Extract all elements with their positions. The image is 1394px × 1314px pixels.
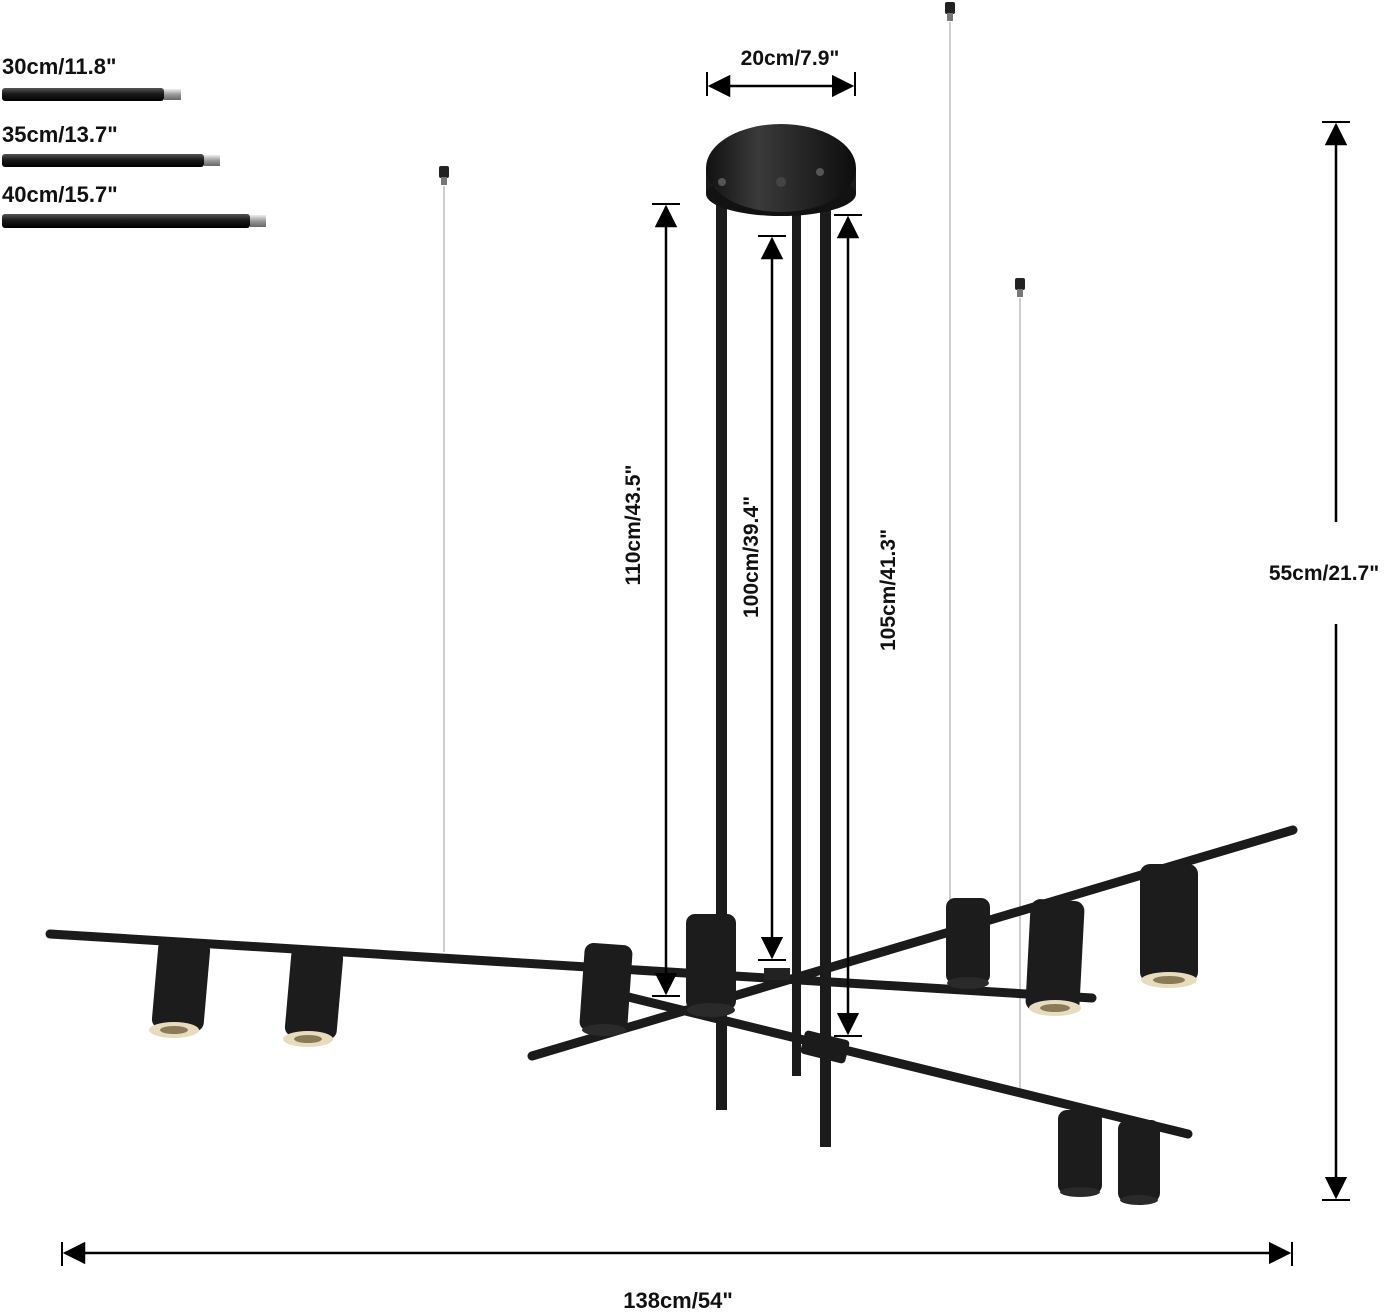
arm-joint-center — [764, 968, 790, 980]
arm-joint-front — [800, 1030, 850, 1064]
dimension-lines: 20cm/7.9" 110cm/43.5" 100cm/39.4" 105cm/… — [61, 47, 1379, 1313]
ceiling-anchor-center — [945, 2, 955, 14]
vertical-rod-long — [716, 182, 727, 1110]
chandelier-canopy-and-rods — [706, 124, 856, 1147]
rod-35cm-tip — [204, 155, 220, 166]
suspension-wires — [439, 2, 1025, 1090]
rod-mid-label: 105cm/41.3" — [877, 529, 900, 651]
rod-option-40cm: 40cm/15.7" — [2, 182, 266, 228]
spot-lamp — [1140, 864, 1198, 988]
spot-lamps — [149, 864, 1198, 1205]
spot-lamp — [946, 898, 990, 989]
rod-option-40cm-label: 40cm/15.7" — [2, 182, 118, 207]
rod-option-30cm: 30cm/11.8" — [2, 54, 181, 101]
ceiling-anchor-right — [1015, 278, 1025, 290]
spot-lamp — [686, 914, 736, 1017]
rod-40cm-tip — [250, 215, 266, 227]
rod-30cm-bar — [2, 88, 164, 101]
spot-lamp — [1118, 1120, 1160, 1205]
spot-lamp — [1025, 899, 1085, 1016]
ceiling-canopy-top — [706, 124, 856, 212]
spot-lamp — [1058, 1110, 1102, 1197]
rod-40cm-bar — [2, 214, 250, 228]
spot-lamp — [149, 938, 211, 1038]
vertical-rod-mid — [820, 175, 831, 1147]
total-height-label: 55cm/21.7" — [1269, 562, 1379, 585]
canopy-width-label: 20cm/7.9" — [741, 47, 840, 70]
rod-35cm-bar — [2, 154, 204, 167]
rod-options: 30cm/11.8" 35cm/13.7" 40cm/15.7" — [2, 54, 266, 228]
spot-lamp — [579, 943, 633, 1036]
total-width-label: 138cm/54" — [623, 1288, 733, 1313]
rod-short-label: 100cm/39.4" — [740, 496, 763, 618]
spot-lamp — [283, 946, 344, 1047]
vertical-rod-short — [792, 200, 801, 1076]
arm-left-long — [45, 929, 1097, 1003]
chandelier-arms — [45, 825, 1298, 1139]
ceiling-anchor-left — [439, 166, 449, 178]
rod-option-35cm: 35cm/13.7" — [2, 122, 220, 167]
rod-option-35cm-label: 35cm/13.7" — [2, 122, 118, 147]
rod-30cm-tip — [164, 89, 181, 100]
rod-option-30cm-label: 30cm/11.8" — [2, 54, 116, 79]
rod-long-label: 110cm/43.5" — [622, 465, 645, 586]
